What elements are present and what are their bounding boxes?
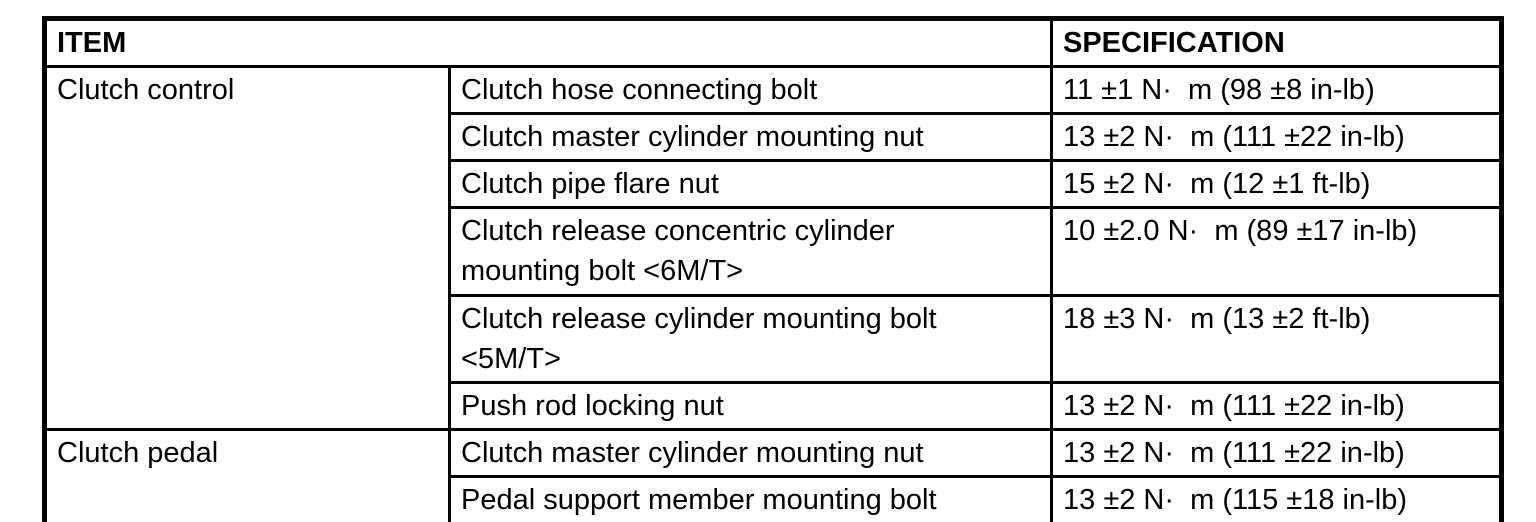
- component-cell: Clutch pipe flare nut: [448, 159, 1053, 209]
- component-cell: Clutch release cylinder mounting bolt <5…: [448, 294, 1053, 384]
- torque-spec-table: ITEM SPECIFICATION Clutch control Clutch…: [42, 16, 1504, 522]
- component-cell: Push rod locking nut: [448, 381, 1053, 431]
- table-row: Clutch pedal Clutch master cylinder moun…: [43, 428, 1503, 522]
- table-row: Clutch release cylinder mounting bolt <5…: [45, 294, 1503, 384]
- specification-header-cell: SPECIFICATION: [1050, 17, 1503, 68]
- table-row: Clutch master cylinder mounting nut 13 ±…: [45, 112, 1503, 162]
- table-row: Pedal support member mounting bolt 13 ±2…: [45, 475, 1503, 522]
- spec-cell: 13 ±2 N· m (111 ±22 in-lb): [1050, 428, 1503, 478]
- torque-spec-table-container: ITEM SPECIFICATION Clutch control Clutch…: [42, 16, 1504, 522]
- component-cell: Clutch master cylinder mounting nut: [448, 112, 1053, 162]
- spec-cell: 10 ±2.0 N· m (89 ±17 in-lb): [1050, 206, 1503, 297]
- group-item-cell-clutch-pedal: Clutch pedal: [43, 428, 451, 522]
- table-row: Clutch release concentric cylinder mount…: [45, 206, 1503, 297]
- component-cell: Pedal support member mounting bolt: [448, 475, 1053, 522]
- item-header-cell: ITEM: [43, 17, 1053, 68]
- table-row: Push rod locking nut 13 ±2 N· m (111 ±22…: [45, 381, 1503, 431]
- component-cell: Clutch release concentric cylinder mount…: [448, 206, 1053, 297]
- spec-cell: 11 ±1 N· m (98 ±8 in-lb): [1050, 65, 1503, 115]
- spec-cell: 15 ±2 N· m (12 ±1 ft-lb): [1050, 159, 1503, 209]
- group-item-cell-clutch-control: Clutch control: [43, 65, 451, 431]
- spec-cell: 13 ±2 N· m (111 ±22 in-lb): [1050, 112, 1503, 162]
- table-row: Clutch pipe flare nut 15 ±2 N· m (12 ±1 …: [45, 159, 1503, 209]
- component-cell: Clutch hose connecting bolt: [448, 65, 1053, 115]
- spec-cell: 13 ±2 N· m (111 ±22 in-lb): [1050, 381, 1503, 431]
- spec-cell: 13 ±2 N· m (115 ±18 in-lb): [1050, 475, 1503, 522]
- spec-cell: 18 ±3 N· m (13 ±2 ft-lb): [1050, 294, 1503, 384]
- component-cell: Clutch master cylinder mounting nut: [448, 428, 1053, 478]
- table-header-row: ITEM SPECIFICATION: [43, 17, 1503, 68]
- table-row: Clutch control Clutch hose connecting bo…: [43, 65, 1503, 431]
